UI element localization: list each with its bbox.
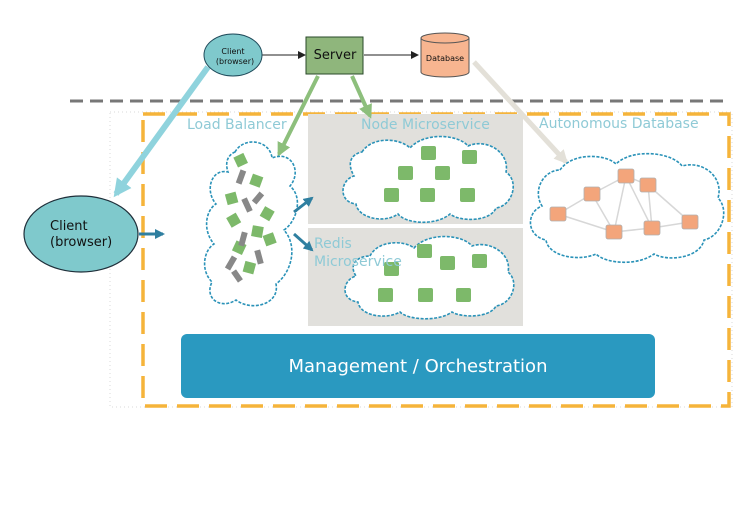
client-top-label-1: Client bbox=[221, 47, 244, 56]
server-node: Server bbox=[305, 36, 364, 75]
management-orchestration-label: Management / Orchestration bbox=[289, 356, 548, 377]
client-main-label-2: (browser) bbox=[50, 235, 112, 250]
autonomous-database-cloud bbox=[529, 152, 725, 264]
redis-microservice-cloud bbox=[344, 235, 515, 320]
redis-microservice-icons bbox=[378, 244, 487, 302]
lb-to-node-arrow bbox=[293, 196, 314, 214]
client-top-label-2: (browser) bbox=[216, 57, 254, 66]
redis-microservice-label-1: Redis bbox=[314, 236, 352, 252]
node-microservice-cloud bbox=[342, 135, 515, 224]
management-orchestration-bar: Management / Orchestration bbox=[181, 334, 655, 398]
top-client-to-client-arrow bbox=[113, 65, 211, 198]
autonomous-database-label: Autonomous Database bbox=[539, 116, 699, 132]
load-balancer-cloud bbox=[203, 141, 299, 307]
client-main-node: Client (browser) bbox=[23, 195, 139, 273]
redis-microservice-label-2: Microservice bbox=[314, 254, 402, 270]
load-balancer-label: Load Balancer bbox=[187, 117, 287, 133]
database-node: Database bbox=[420, 32, 470, 78]
client-top-node: Client (browser) bbox=[203, 33, 263, 77]
server-to-load-balancer-arrow bbox=[277, 75, 320, 157]
lb-to-redis-arrow bbox=[293, 232, 314, 252]
database-to-autonomous-arrow bbox=[472, 60, 569, 165]
autonomous-database-icons bbox=[549, 168, 699, 240]
server-label: Server bbox=[314, 48, 357, 63]
load-balancer-icons bbox=[224, 152, 277, 283]
server-to-node-arrow bbox=[350, 75, 372, 119]
client-main-label-1: Client bbox=[50, 219, 88, 234]
database-label: Database bbox=[426, 54, 464, 63]
node-microservice-icons bbox=[384, 146, 477, 202]
node-microservice-label: Node Microservice bbox=[361, 117, 490, 133]
